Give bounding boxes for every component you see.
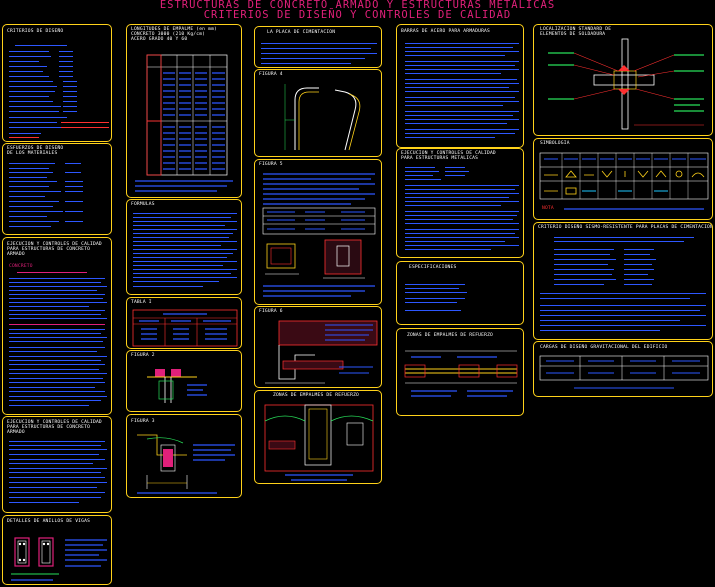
panel-title: LONGITUDES DE EMPALME (en mm) CONCRETO 3… — [131, 27, 218, 43]
panel-formulas: FORMULAS — [126, 199, 242, 295]
panel-ejecucion-metalicas: EJECUCION Y CONTROLES DE CALIDAD PARA ES… — [396, 148, 524, 258]
panel-sismo-resistente: CRITERIO DISEÑO SISMO-RESISTENTE PARA PL… — [533, 222, 713, 340]
panel-longitudes-empalme: LONGITUDES DE EMPALME (en mm) CONCRETO 3… — [126, 24, 242, 198]
panel-especificaciones: ESPECIFICACIONES — [396, 261, 524, 325]
panel-title: LOCALIZACION STANDARD DE ELEMENTOS DE SO… — [540, 27, 612, 38]
splice-length-table — [135, 54, 233, 192]
panel-esfuerzos-diseno: ESFUERZOS DE DISEÑO DE LOS MATERIALES — [2, 143, 112, 235]
panel-title: FIGURA 4 — [259, 72, 283, 77]
label-concreto: CONCRETO — [9, 264, 33, 269]
panel-title: CRITERIO DISEÑO SISMO-RESISTENTE PARA PL… — [538, 225, 713, 230]
ring-details-drawing — [11, 537, 107, 581]
symbol-legend — [539, 152, 709, 210]
panel-title: FIGURA 5 — [259, 162, 283, 167]
gravity-loads-table — [539, 355, 709, 389]
table-1-grid — [132, 309, 238, 347]
panel-title: EJECUCION Y CONTROLES DE CALIDAD PARA ES… — [401, 151, 496, 162]
panel-title: FIGURA 6 — [259, 309, 283, 314]
panel-title: ZONAS DE EMPALMES DE REFUERZO — [273, 393, 360, 398]
figure-4-drawing — [284, 84, 361, 151]
panel-title: ZONAS DE EMPALMES DE REFUERZO — [407, 333, 494, 338]
panel-figura-3: FIGURA 3 — [126, 414, 242, 498]
panel-ejecucion-concreto: EJECUCION Y CONTROLES DE CALIDAD PARA ES… — [2, 237, 112, 415]
panel-title: CARGAS DE DISEÑO GRAVITACIONAL DEL EDIFI… — [540, 345, 668, 350]
panel-figura-6: FIGURA 6 — [254, 306, 382, 388]
panel-title: ESPECIFICACIONES — [409, 265, 457, 270]
panel-title: LA PLACA DE CIMENTACION — [267, 30, 336, 35]
figure-5-drawing — [262, 173, 376, 297]
panel-title: SIMBOLOGIA — [540, 141, 570, 146]
figure-6-drawing — [265, 320, 378, 384]
sheet-title-line2: CRITERIOS DE DISEÑO Y CONTROLES DE CALID… — [203, 9, 512, 21]
panel-zonas-empalme: ZONAS DE EMPALMES DE REFUERZO — [254, 390, 382, 484]
panel-criterios-diseno: CRITERIOS DE DISEÑO — [2, 24, 112, 142]
panel-localizacion-soldadura: LOCALIZACION STANDARD DE ELEMENTOS DE SO… — [533, 24, 713, 136]
figure-2-drawing — [147, 369, 207, 403]
panel-title: FIGURA 3 — [131, 419, 155, 424]
panel-placa-cimentacion: LA PLACA DE CIMENTACION — [254, 26, 382, 68]
sheet-title-line1: ESTRUCTURAS DE CONCRETO ARMADO Y ESTRUCT… — [159, 0, 556, 11]
panel-detalles-anillos: DETALLES DE ANILLOS DE VIGAS — [2, 515, 112, 585]
panel-title: CRITERIOS DE DISEÑO — [7, 29, 64, 34]
panel-title: ESFUERZOS DE DISEÑO DE LOS MATERIALES — [7, 146, 64, 157]
panel-zonas-empalme-2: ZONAS DE EMPALMES DE REFUERZO — [396, 328, 524, 416]
figure-3-drawing — [137, 434, 235, 494]
panel-figura-4: FIGURA 4 — [254, 69, 382, 157]
panel-title: BARRAS DE ACERO PARA ARMADURAS — [401, 29, 490, 34]
splice-zones-drawing — [264, 404, 374, 481]
panel-figura-2: FIGURA 2 — [126, 350, 242, 412]
panel-title: EJECUCION Y CONTROLES DE CALIDAD PARA ES… — [7, 242, 102, 258]
label-nota: NOTA — [542, 206, 554, 211]
panel-title: DETALLES DE ANILLOS DE VIGAS — [7, 519, 91, 524]
panel-title: EJECUCION Y CONTROLES DE CALIDAD PARA ES… — [7, 420, 102, 436]
panel-title: FORMULAS — [131, 202, 155, 207]
panel-cargas-gravitacional: CARGAS DE DISEÑO GRAVITACIONAL DEL EDIFI… — [533, 341, 713, 397]
panel-title: TABLA I — [131, 300, 152, 305]
panel-tabla-1: TABLA I — [126, 297, 242, 349]
panel-ejecucion-concreto-2: EJECUCION Y CONTROLES DE CALIDAD PARA ES… — [2, 416, 112, 513]
panel-title: FIGURA 2 — [131, 353, 155, 358]
panel-barras-acero: BARRAS DE ACERO PARA ARMADURAS — [396, 24, 524, 148]
panel-simbologia: SIMBOLOGIA — [533, 138, 713, 220]
welding-location-drawing — [548, 38, 704, 130]
splice-zones-2-drawing — [404, 350, 518, 397]
panel-figura-5: FIGURA 5 — [254, 159, 382, 305]
